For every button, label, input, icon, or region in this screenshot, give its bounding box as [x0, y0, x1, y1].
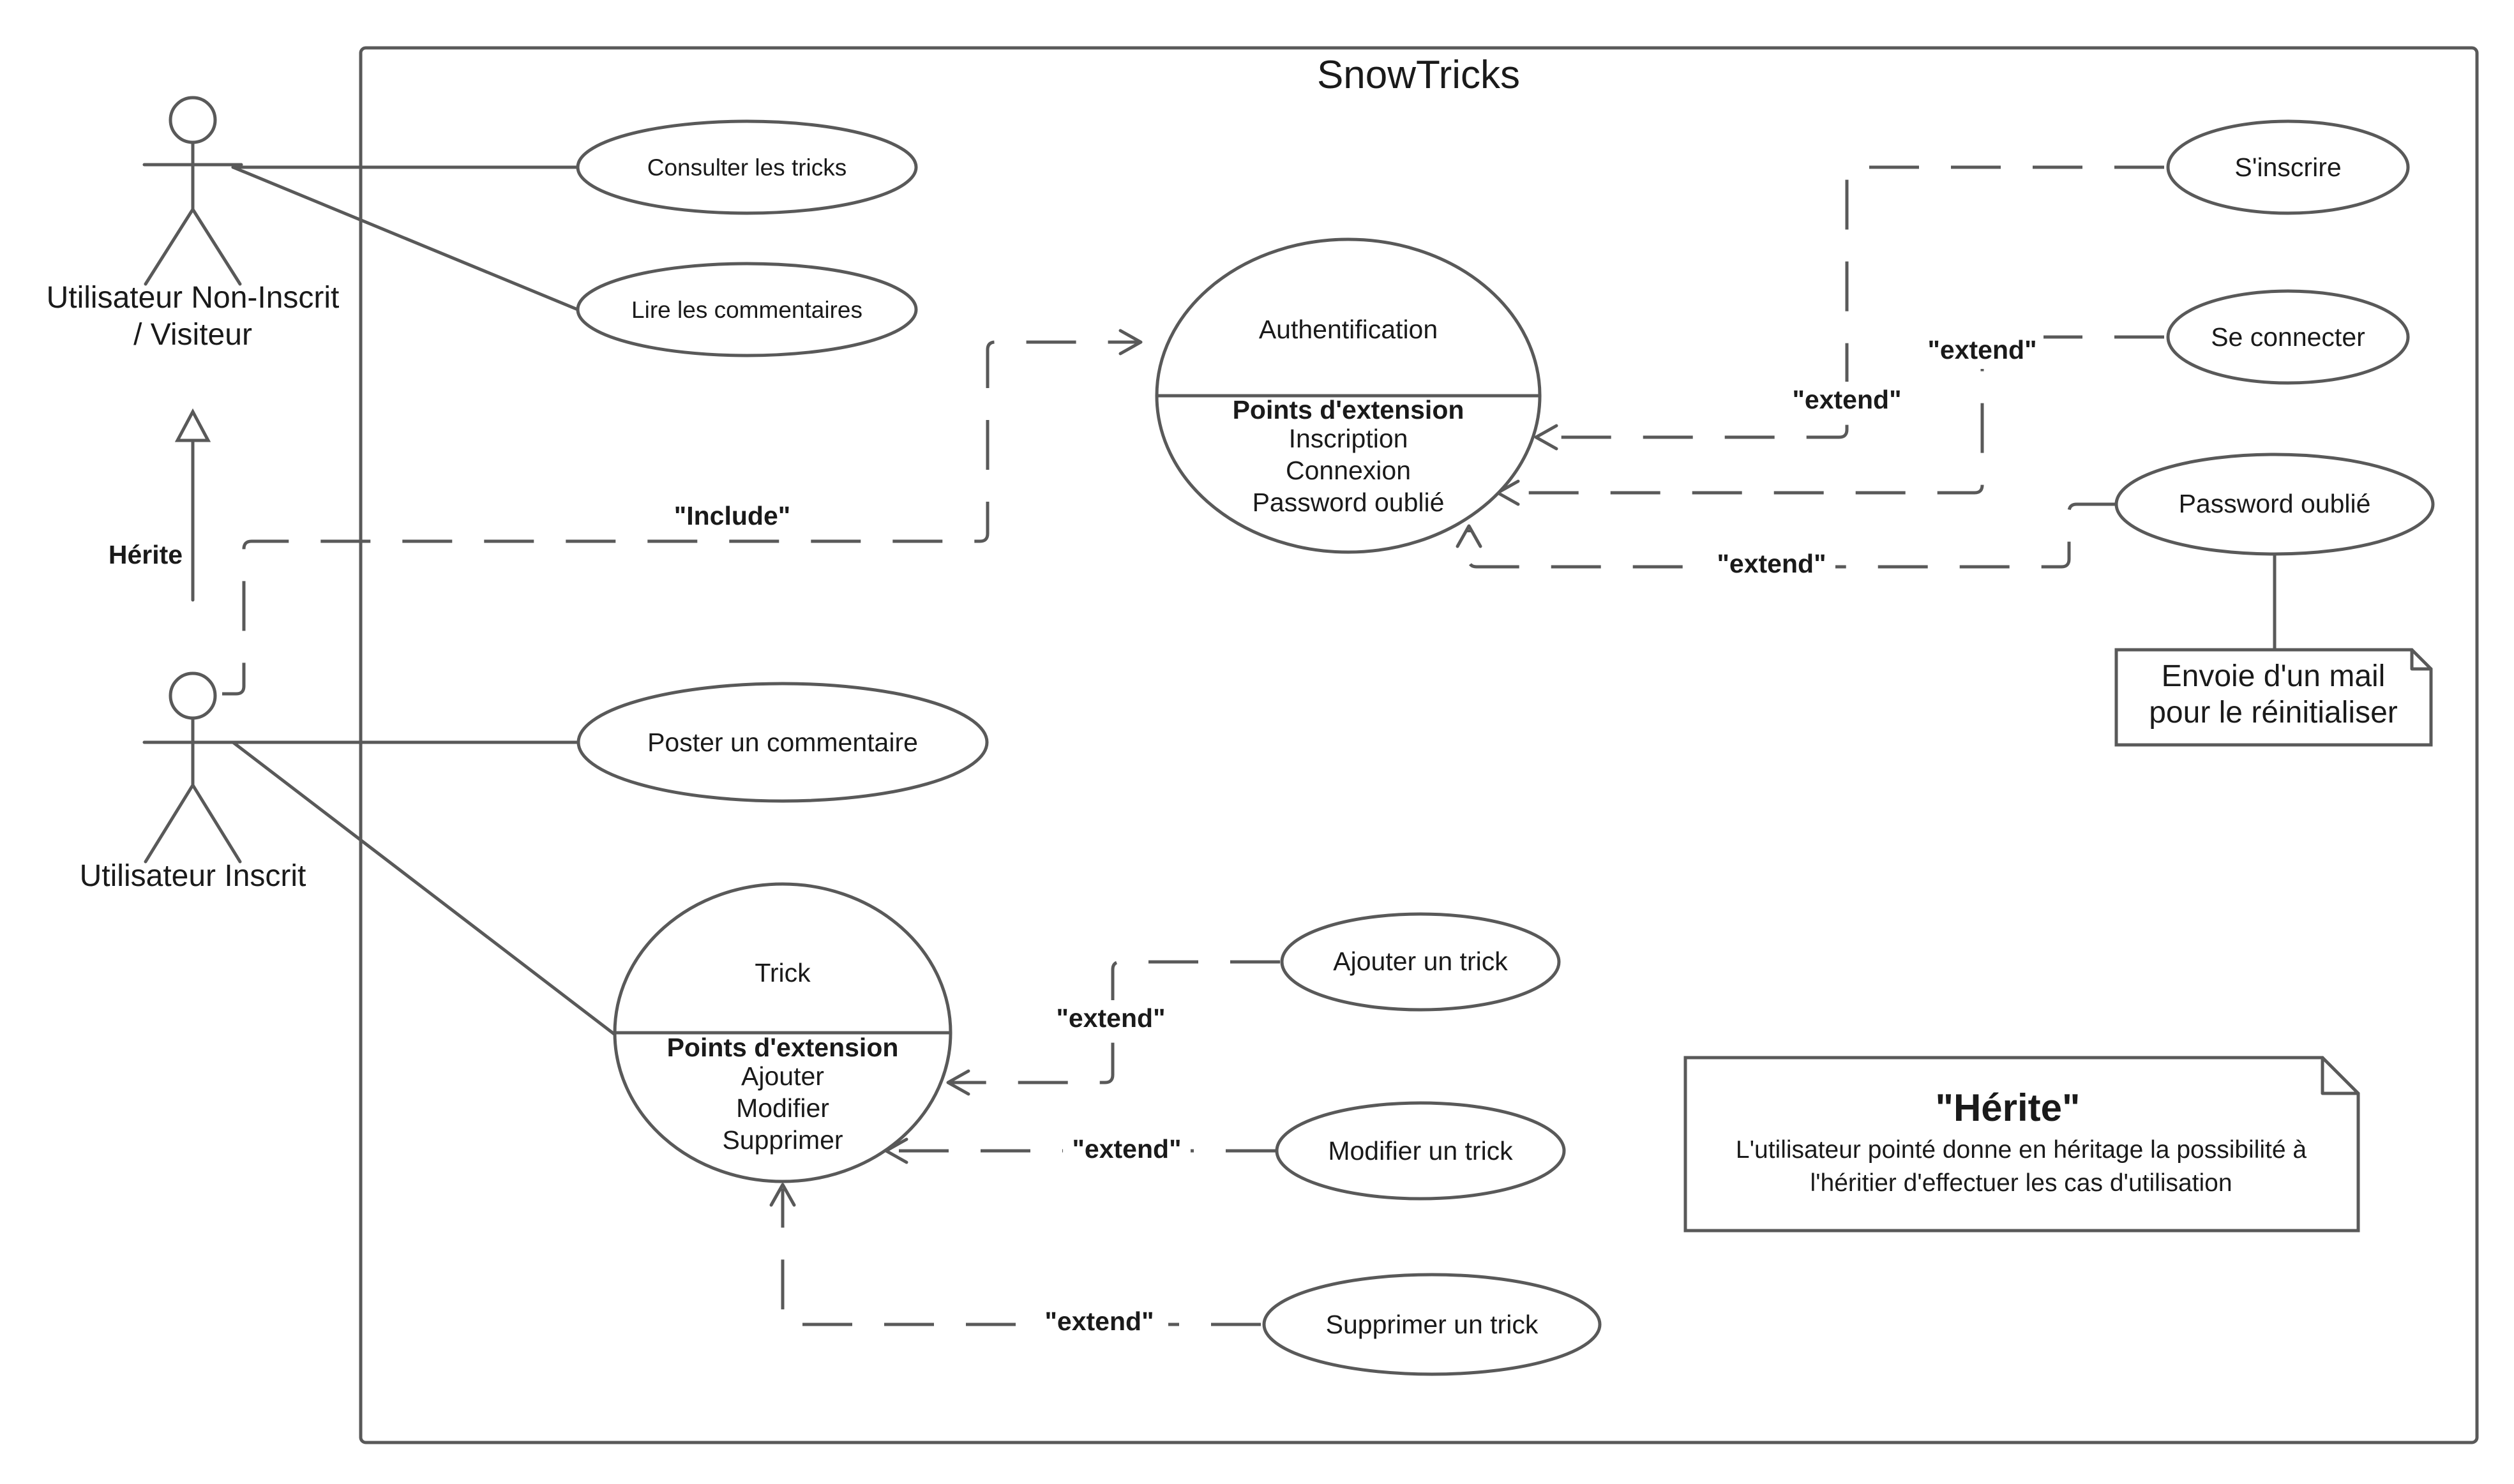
- trick-point: Modifier: [736, 1093, 829, 1123]
- extend-ajouter-arrowhead: [946, 1069, 970, 1096]
- authentification-ext-header: Points d'extension: [1233, 395, 1464, 424]
- usecase-ajouter-label: Ajouter un trick: [1333, 947, 1508, 976]
- usecase-modifier-label: Modifier un trick: [1328, 1136, 1513, 1165]
- extend-modifier-label: "extend": [1072, 1134, 1181, 1164]
- extend-password-arrowhead: [1456, 524, 1482, 548]
- authentification-point: Connexion: [1286, 456, 1411, 485]
- extend-password-connector: [1467, 502, 2116, 569]
- actor-visitor-label-2: / Visiteur: [133, 318, 252, 352]
- extend-connecter-label: "extend": [1927, 335, 2036, 364]
- actor-visitor-label-1: Utilisateur Non-Inscrit: [47, 281, 340, 315]
- usecase-modifier[interactable]: Modifier un trick: [1275, 1101, 1566, 1201]
- system-boundary: [359, 46, 2479, 1444]
- usecase-consulter[interactable]: Consulter les tricks: [576, 119, 918, 215]
- usecase-trick[interactable]: Trick Points d'extension Ajouter Modifie…: [613, 882, 952, 1183]
- usecase-consulter-label: Consulter les tricks: [647, 154, 847, 181]
- usecase-authentification[interactable]: Authentification Points d'extension Insc…: [1155, 237, 1542, 554]
- authentification-title: Authentification: [1259, 315, 1438, 344]
- authentification-point: Password oublié: [1253, 488, 1445, 517]
- association-registered-trick: [231, 740, 616, 1036]
- association-visitor-lire: [231, 165, 580, 311]
- usecase-password-label: Password oublié: [2179, 489, 2371, 518]
- note-herite-title: "Hérite": [1936, 1086, 2081, 1129]
- generalization-label: Hérite: [109, 540, 183, 569]
- note-mail: Envoie d'un mail pour le réinitialiser: [2114, 648, 2433, 747]
- usecase-supprimer-label: Supprimer un trick: [1326, 1310, 1539, 1339]
- trick-point: Supprimer: [722, 1125, 843, 1155]
- actor-registered: Utilisateur Inscrit: [80, 671, 306, 893]
- trick-ext-header: Points d'extension: [667, 1033, 899, 1062]
- extend-supprimer-connector: [781, 1188, 1261, 1326]
- usecase-ajouter[interactable]: Ajouter un trick: [1280, 912, 1561, 1012]
- extend-sinscrire-label: "extend": [1792, 385, 1901, 414]
- actor-visitor: Utilisateur Non-Inscrit / Visiteur: [47, 96, 340, 352]
- usecase-poster[interactable]: Poster un commentaire: [576, 682, 989, 803]
- note-herite-line2: l'héritier d'effectuer les cas d'utilisa…: [1810, 1169, 2232, 1197]
- usecase-sinscrire[interactable]: S'inscrire: [2166, 119, 2410, 215]
- usecase-connecter-label: Se connecter: [2211, 322, 2365, 352]
- authentification-point: Inscription: [1289, 424, 1408, 453]
- usecase-lire-label: Lire les commentaires: [631, 297, 862, 323]
- actor-registered-head: [169, 671, 217, 720]
- usecase-connecter[interactable]: Se connecter: [2166, 289, 2410, 385]
- actor-visitor-head: [169, 96, 217, 144]
- usecase-sinscrire-label: S'inscrire: [2234, 153, 2341, 182]
- extend-sinscrire-arrowhead: [1534, 424, 1558, 451]
- extend-password-label: "extend": [1717, 549, 1826, 578]
- include-arrowhead: [1118, 329, 1143, 356]
- actor-registered-label: Utilisateur Inscrit: [80, 859, 306, 893]
- usecase-lire[interactable]: Lire les commentaires: [576, 262, 918, 357]
- system-title: SnowTricks: [1317, 53, 1520, 97]
- extend-supprimer-label: "extend": [1044, 1307, 1154, 1336]
- note-herite: "Hérite" L'utilisateur pointé donne en h…: [1683, 1056, 2360, 1233]
- extend-sinscrire-connector: [1539, 165, 2164, 439]
- note-mail-line1: Envoie d'un mail: [2162, 659, 2386, 693]
- extend-supprimer-arrowhead: [769, 1183, 796, 1207]
- note-herite-line1: L'utilisateur pointé donne en héritage l…: [1736, 1136, 2307, 1164]
- usecase-poster-label: Poster un commentaire: [647, 728, 918, 757]
- generalization-arrowhead: [174, 408, 211, 442]
- extend-ajouter-connector: [949, 960, 1280, 1084]
- include-connector: [222, 340, 1140, 696]
- usecase-password[interactable]: Password oublié: [2114, 453, 2435, 556]
- trick-title: Trick: [755, 958, 811, 987]
- note-mail-line2: pour le réinitialiser: [2149, 696, 2398, 730]
- include-label: "Include": [674, 501, 790, 530]
- usecase-supprimer[interactable]: Supprimer un trick: [1262, 1273, 1602, 1376]
- extend-ajouter-label: "extend": [1056, 1003, 1165, 1033]
- trick-point: Ajouter: [741, 1061, 824, 1091]
